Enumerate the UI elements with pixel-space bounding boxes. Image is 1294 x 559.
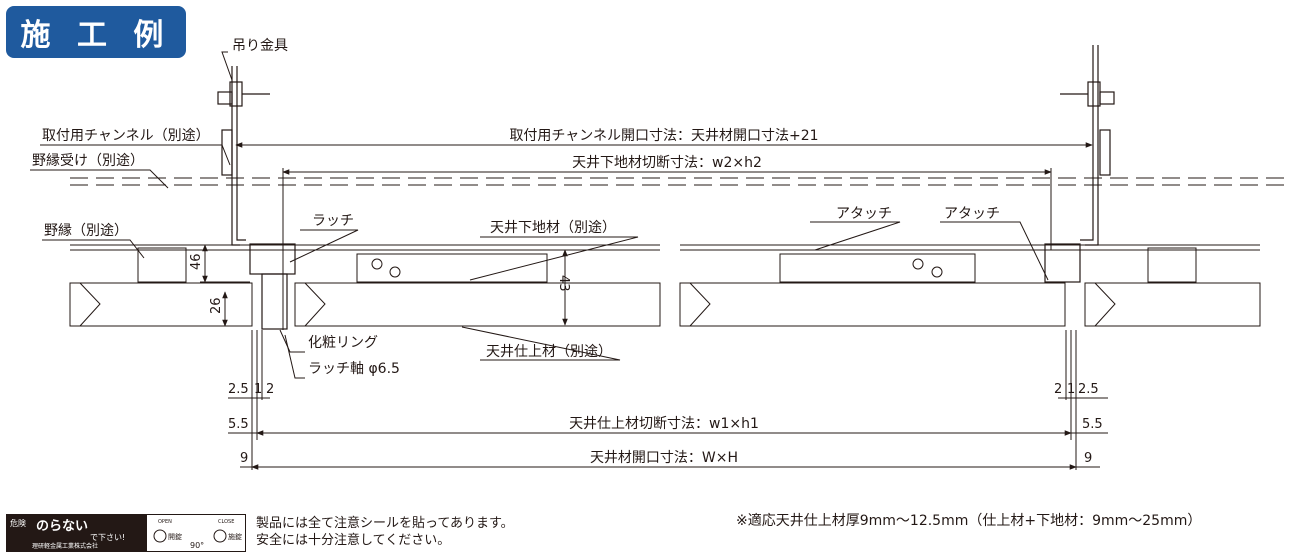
label-nobuchi: 野縁（別途） <box>44 222 128 239</box>
dim-base-cut: 天井下地材切断寸法：w2×h2 <box>572 155 762 171</box>
warning-angle: 90° <box>190 541 204 550</box>
warning-close-jp: 施錠 <box>228 532 242 541</box>
label-attach-2: アタッチ <box>944 206 1000 222</box>
label-ring: 化粧リング <box>308 335 378 351</box>
warning-line-1: 製品には全て注意シールを貼ってあります。 <box>256 516 514 531</box>
dim-right-5-5: 5.5 <box>1082 417 1103 432</box>
label-nobuchi-uke: 野縁受け（別途） <box>32 152 144 169</box>
dim-43: 43 <box>556 275 571 292</box>
label-ceiling-base: 天井下地材（別途） <box>490 219 616 236</box>
warning-main: のらない <box>36 519 88 534</box>
warning-sticker: 危険 のらない で下さい! 理研軽金属工業株式会社 OPEN 開錠 90° CL… <box>6 514 246 552</box>
warning-open-en: OPEN <box>158 519 172 525</box>
dim-46: 46 <box>189 253 204 270</box>
ceiling-finish-board-center <box>294 282 1066 327</box>
dim-left-2-5: 2.5 <box>228 382 249 397</box>
warning-close-en: CLOSE <box>218 519 234 525</box>
ceiling-finish-board-left <box>69 282 253 327</box>
footnote: ※適応天井仕上材厚9mm〜12.5mm（仕上材+下地材：9mm〜25mm） <box>736 513 1202 529</box>
warning-line-2: 安全には十分注意してください。 <box>256 533 451 548</box>
nobuchi-uke-dashed <box>70 177 1285 186</box>
dim-left-5-5: 5.5 <box>228 417 249 432</box>
label-channel: 取付用チャンネル（別途） <box>42 127 210 144</box>
dim-finish-cut: 天井仕上材切断寸法：w1×h1 <box>569 416 759 432</box>
warning-danger: 危険 <box>10 518 26 528</box>
dim-left-9: 9 <box>240 451 248 466</box>
dim-ceiling-opening: 天井材開口寸法：W×H <box>590 450 738 466</box>
dim-right-2-5: 2.5 <box>1078 382 1099 397</box>
ceiling-finish-board-right <box>1084 282 1261 327</box>
dim-channel-opening: 取付用チャンネル開口寸法：天井材開口寸法+21 <box>509 128 818 144</box>
warning-note: 製品には全て注意シールを貼ってあります。 安全には十分注意してください。 <box>256 515 514 549</box>
label-hanger: 吊り金具 <box>232 38 288 54</box>
section-title-badge: 施 工 例 <box>6 6 186 58</box>
dim-left-1: 1 <box>254 382 262 397</box>
dim-left-2: 2 <box>266 382 274 397</box>
warning-sub: で下さい! <box>90 533 125 542</box>
close-icon <box>213 529 227 543</box>
warning-company: 理研軽金属工業株式会社 <box>32 542 98 550</box>
dim-26: 26 <box>209 297 224 314</box>
dim-lines <box>200 142 1108 470</box>
label-latch-shaft: ラッチ軸 φ6.5 <box>308 361 400 377</box>
warning-open-jp: 開錠 <box>168 532 182 541</box>
label-ceiling-finish: 天井仕上材（別途） <box>486 343 612 360</box>
dim-right-2: 2 <box>1054 382 1062 397</box>
label-latch: ラッチ <box>312 213 354 229</box>
fastener-icons <box>371 258 943 278</box>
section-title: 施 工 例 <box>20 18 172 53</box>
label-attach-1: アタッチ <box>836 206 892 222</box>
leader-lines <box>30 51 1049 379</box>
dim-right-1: 1 <box>1067 382 1075 397</box>
channel-frame-right <box>1044 45 1115 283</box>
nobuchi-channel <box>137 247 1197 283</box>
ceiling-base-frame <box>70 244 1260 283</box>
open-icon <box>153 529 167 543</box>
dim-right-9: 9 <box>1084 451 1092 466</box>
